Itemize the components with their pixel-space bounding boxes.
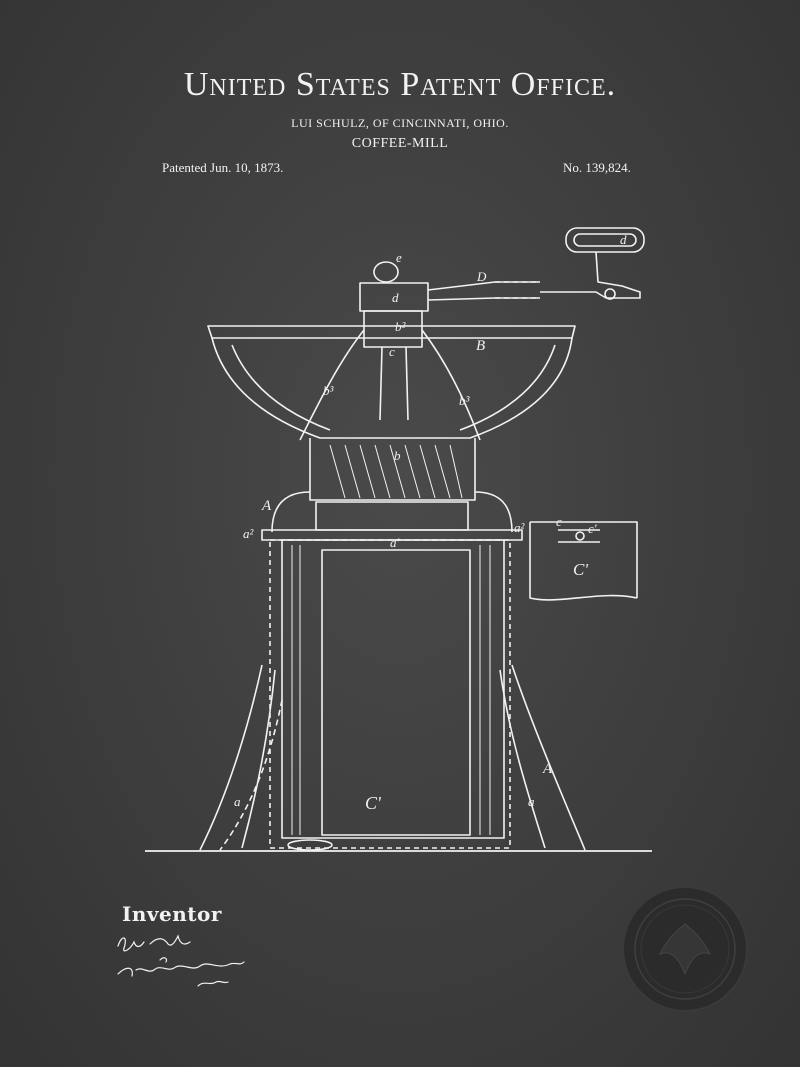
label-b: b [394,448,401,463]
drawer-body [281,539,505,839]
label-A-right: A [542,761,553,777]
hopper-bowl [211,337,573,439]
office-title: United States Patent Office. [183,66,617,103]
hub-collar [363,310,423,348]
leg-left-dash [219,699,283,851]
inventor-signature [117,934,245,987]
label-a-left: a [234,794,241,809]
label-C-detail: C' [573,560,588,579]
crank-grip [565,227,645,253]
patented-date: Patented Jun. 10, 1873. [162,160,284,175]
base-foot [287,839,333,851]
top-nut [373,261,399,283]
crank-neck [540,251,641,299]
label-e: e [396,250,402,265]
label-c: c [389,344,395,359]
label-b2: b² [395,319,407,334]
hopper-rim [207,325,576,339]
spindle-shaft [379,346,409,421]
label-b3-left: b³ [323,383,335,398]
label-d-hub: d [392,290,399,305]
drawer-lines [291,545,491,835]
detail-box [529,521,638,601]
label-c-detail2: c' [588,521,597,536]
patent-number: No. 139,824. [563,160,631,175]
burr-hatching [329,444,463,499]
drawer-dashed [269,539,511,849]
crank-pivot [604,288,616,300]
label-a2-left: a² [243,526,255,541]
label-d-handle: d [620,232,627,247]
label-A-top: A [261,498,272,514]
body-shoulder [271,491,513,533]
leg-left [199,664,276,851]
label-c-detail: c [556,514,562,529]
invention-name: COFFEE-MILL [351,136,449,151]
drawer-panel [321,549,471,836]
burr-plate [315,501,469,531]
inventor-label: Inventor [122,902,222,926]
label-a-bottom: a' [390,535,400,550]
label-D: D [476,269,487,284]
burr-housing [309,438,476,501]
leg-right [499,664,586,851]
crank-arm-dash [495,281,540,299]
label-a2-right: a² [514,520,526,535]
label-b3-right: b³ [459,393,471,408]
inventor-line: LUI SCHULZ, OF CINCINNATI, OHIO. [291,116,509,130]
spindle-cone [299,329,481,441]
detail-pin [575,531,585,541]
detail-rod [558,529,600,543]
crank-grip-inner [573,233,637,247]
label-C-main: C' [365,793,382,813]
patent-seal-icon [622,886,748,1012]
label-B: B [476,338,485,354]
label-a-right: a [528,794,535,809]
